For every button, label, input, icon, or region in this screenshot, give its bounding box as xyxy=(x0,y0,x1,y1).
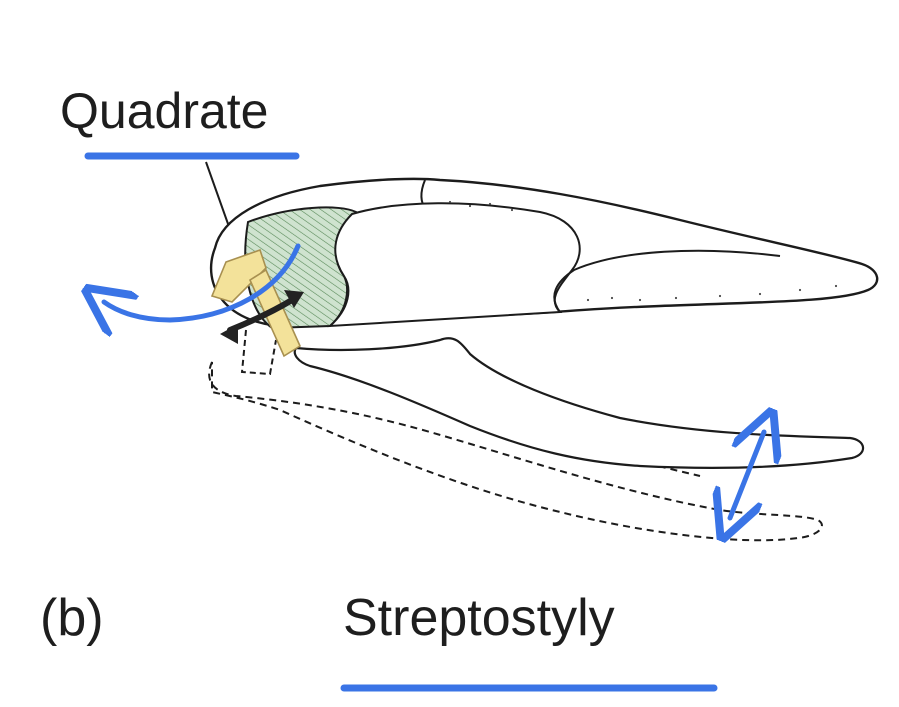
jaw-movement-arrow-icon xyxy=(730,432,764,518)
rotation-arrow-head-right-icon xyxy=(284,290,304,308)
quadrate-swing-arrow-icon xyxy=(104,243,301,320)
rotation-arrow-head-left-icon xyxy=(220,324,238,344)
lower-jaw-closed xyxy=(293,337,865,470)
panel-label: (b) xyxy=(40,589,104,647)
quadrate-label: Quadrate xyxy=(60,83,269,139)
orbit-opening xyxy=(327,202,581,328)
diagram-title: Streptostyly xyxy=(343,589,615,647)
dashed-quadrate-outline xyxy=(240,329,277,376)
maxilla xyxy=(553,249,781,313)
